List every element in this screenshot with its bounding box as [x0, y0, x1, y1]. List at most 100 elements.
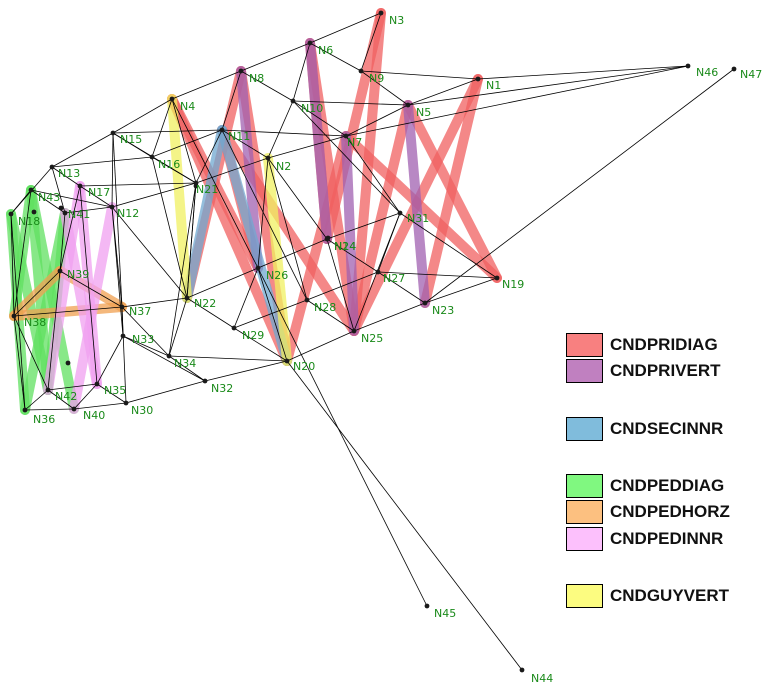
node-label-n32: N32 — [211, 382, 233, 395]
node-point-n24[interactable] — [325, 235, 331, 241]
frame-member-n35-n30 — [96, 383, 127, 404]
node-point-n25[interactable] — [351, 328, 357, 334]
node-point-n10[interactable] — [290, 98, 296, 104]
node-label-n1: N1 — [486, 79, 501, 92]
frame-member-n2-n28 — [267, 157, 308, 301]
node-point-n7[interactable] — [343, 133, 349, 139]
highlight-pedinnr-member — [60, 208, 102, 389]
frame-member-n27-n23 — [377, 271, 426, 304]
frame-member-n9-n1 — [360, 70, 479, 80]
legend-item-cndpedinnr: CNDPEDINNR — [566, 527, 766, 553]
node-point-n46[interactable] — [685, 63, 691, 69]
node-point-n6[interactable] — [307, 40, 313, 46]
node-point-n34[interactable] — [166, 353, 172, 359]
frame-member-n27-n19 — [377, 271, 498, 279]
node-point-n2[interactable] — [265, 155, 271, 161]
frame-member-n3-n9 — [360, 12, 382, 72]
frame-member-n41-n39 — [59, 212, 66, 272]
node-point-n23[interactable] — [422, 300, 428, 306]
node-point-n41[interactable] — [62, 210, 68, 216]
node-point-n44[interactable] — [519, 667, 525, 673]
highlight-secinnr-member — [217, 125, 292, 366]
node-point-n19[interactable] — [494, 275, 500, 281]
node-label-n2: N2 — [276, 160, 291, 173]
node-label-n31: N31 — [407, 212, 429, 225]
node-point-n16[interactable] — [149, 154, 155, 160]
node-point-n38[interactable] — [11, 313, 17, 319]
legend-swatch-cndpeddiag — [566, 474, 603, 498]
node-point-n37[interactable] — [119, 304, 125, 310]
node-point-n9[interactable] — [358, 68, 364, 74]
node-point-n26[interactable] — [255, 265, 261, 271]
frame-member-n22-n34 — [168, 297, 188, 357]
frame-member-n39-n42 — [47, 270, 61, 391]
frame-member-n36-n40 — [24, 408, 75, 411]
node-markers — [8, 10, 737, 673]
node-point-n31[interactable] — [397, 210, 403, 216]
node-point-n13[interactable] — [49, 164, 55, 170]
node-point-n29[interactable] — [231, 325, 237, 331]
node-point-n1[interactable] — [475, 76, 481, 82]
frame-member-n33-n32 — [122, 335, 206, 382]
node-point-n39[interactable] — [57, 268, 63, 274]
frame-member-n42-n36 — [24, 389, 49, 411]
frame-member-n46-n1 — [477, 65, 689, 80]
node-point-n35[interactable] — [94, 381, 100, 387]
node-point-n32[interactable] — [202, 378, 208, 384]
node-point-n27[interactable] — [375, 269, 381, 275]
node-point-na[interactable] — [65, 360, 71, 366]
node-point-n18[interactable] — [8, 211, 14, 217]
node-point-n17[interactable] — [77, 183, 83, 189]
frame-member-n35-n42 — [47, 383, 98, 391]
node-point-nc[interactable] — [58, 205, 64, 211]
legend-swatch-cndprivert — [566, 359, 603, 383]
node-label-n45: N45 — [434, 607, 456, 620]
node-point-n36[interactable] — [22, 407, 28, 413]
frame-member-n20-n25 — [286, 330, 355, 362]
frame-member-n12-n43 — [30, 189, 113, 208]
node-label-n38: N38 — [24, 316, 46, 329]
node-point-n47[interactable] — [731, 66, 737, 72]
frame-member-n33-n35 — [96, 335, 124, 385]
node-point-n43[interactable] — [28, 187, 34, 193]
node-label-n11: N11 — [228, 130, 250, 143]
frame-member-n28-n29 — [233, 299, 308, 329]
highlight-pedinnr-member — [69, 202, 117, 414]
node-point-n4[interactable] — [169, 96, 175, 102]
frame-member-n43-n18 — [10, 189, 32, 215]
frame-member-n21-n22 — [186, 182, 197, 299]
node-point-n42[interactable] — [45, 387, 51, 393]
node-point-n28[interactable] — [304, 297, 310, 303]
node-point-n45[interactable] — [424, 603, 430, 609]
node-point-n20[interactable] — [284, 358, 290, 364]
frame-member-n28-n25 — [306, 299, 355, 332]
node-point-n22[interactable] — [184, 295, 190, 301]
node-point-n33[interactable] — [120, 333, 126, 339]
frame-member-n15-n12 — [111, 132, 114, 208]
node-label-n7: N7 — [347, 136, 362, 149]
legend-item-cndsecinnr: CNDSECINNR — [566, 417, 766, 443]
node-label-n39: N39 — [67, 268, 89, 281]
frame-member-n10-n5 — [292, 100, 409, 106]
legend-label-cndguyvert: CNDGUYVERT — [610, 586, 730, 605]
frame-member-n32-n20 — [204, 360, 288, 382]
frame-member-n29-n20 — [233, 327, 288, 362]
node-label-n44: N44 — [531, 672, 553, 685]
node-point-nb[interactable] — [31, 209, 37, 215]
node-point-n15[interactable] — [110, 130, 116, 136]
node-point-nd[interactable] — [193, 183, 199, 189]
node-point-n11[interactable] — [219, 127, 225, 133]
node-point-n8[interactable] — [238, 68, 244, 74]
node-point-n12[interactable] — [109, 204, 115, 210]
node-point-n3[interactable] — [378, 10, 384, 16]
node-label-n4: N4 — [180, 100, 195, 113]
node-point-n40[interactable] — [71, 406, 77, 412]
node-point-n5[interactable] — [405, 102, 411, 108]
frame-member-n25-n23 — [353, 302, 426, 332]
frame-member-n17-n21 — [79, 182, 197, 187]
frame-member-n15-n13 — [51, 132, 114, 168]
frame-member-n14-n26 — [257, 238, 328, 269]
highlight-privert-member — [305, 38, 332, 244]
node-point-n30[interactable] — [123, 400, 129, 406]
frame-member-n4-n21 — [171, 98, 197, 184]
